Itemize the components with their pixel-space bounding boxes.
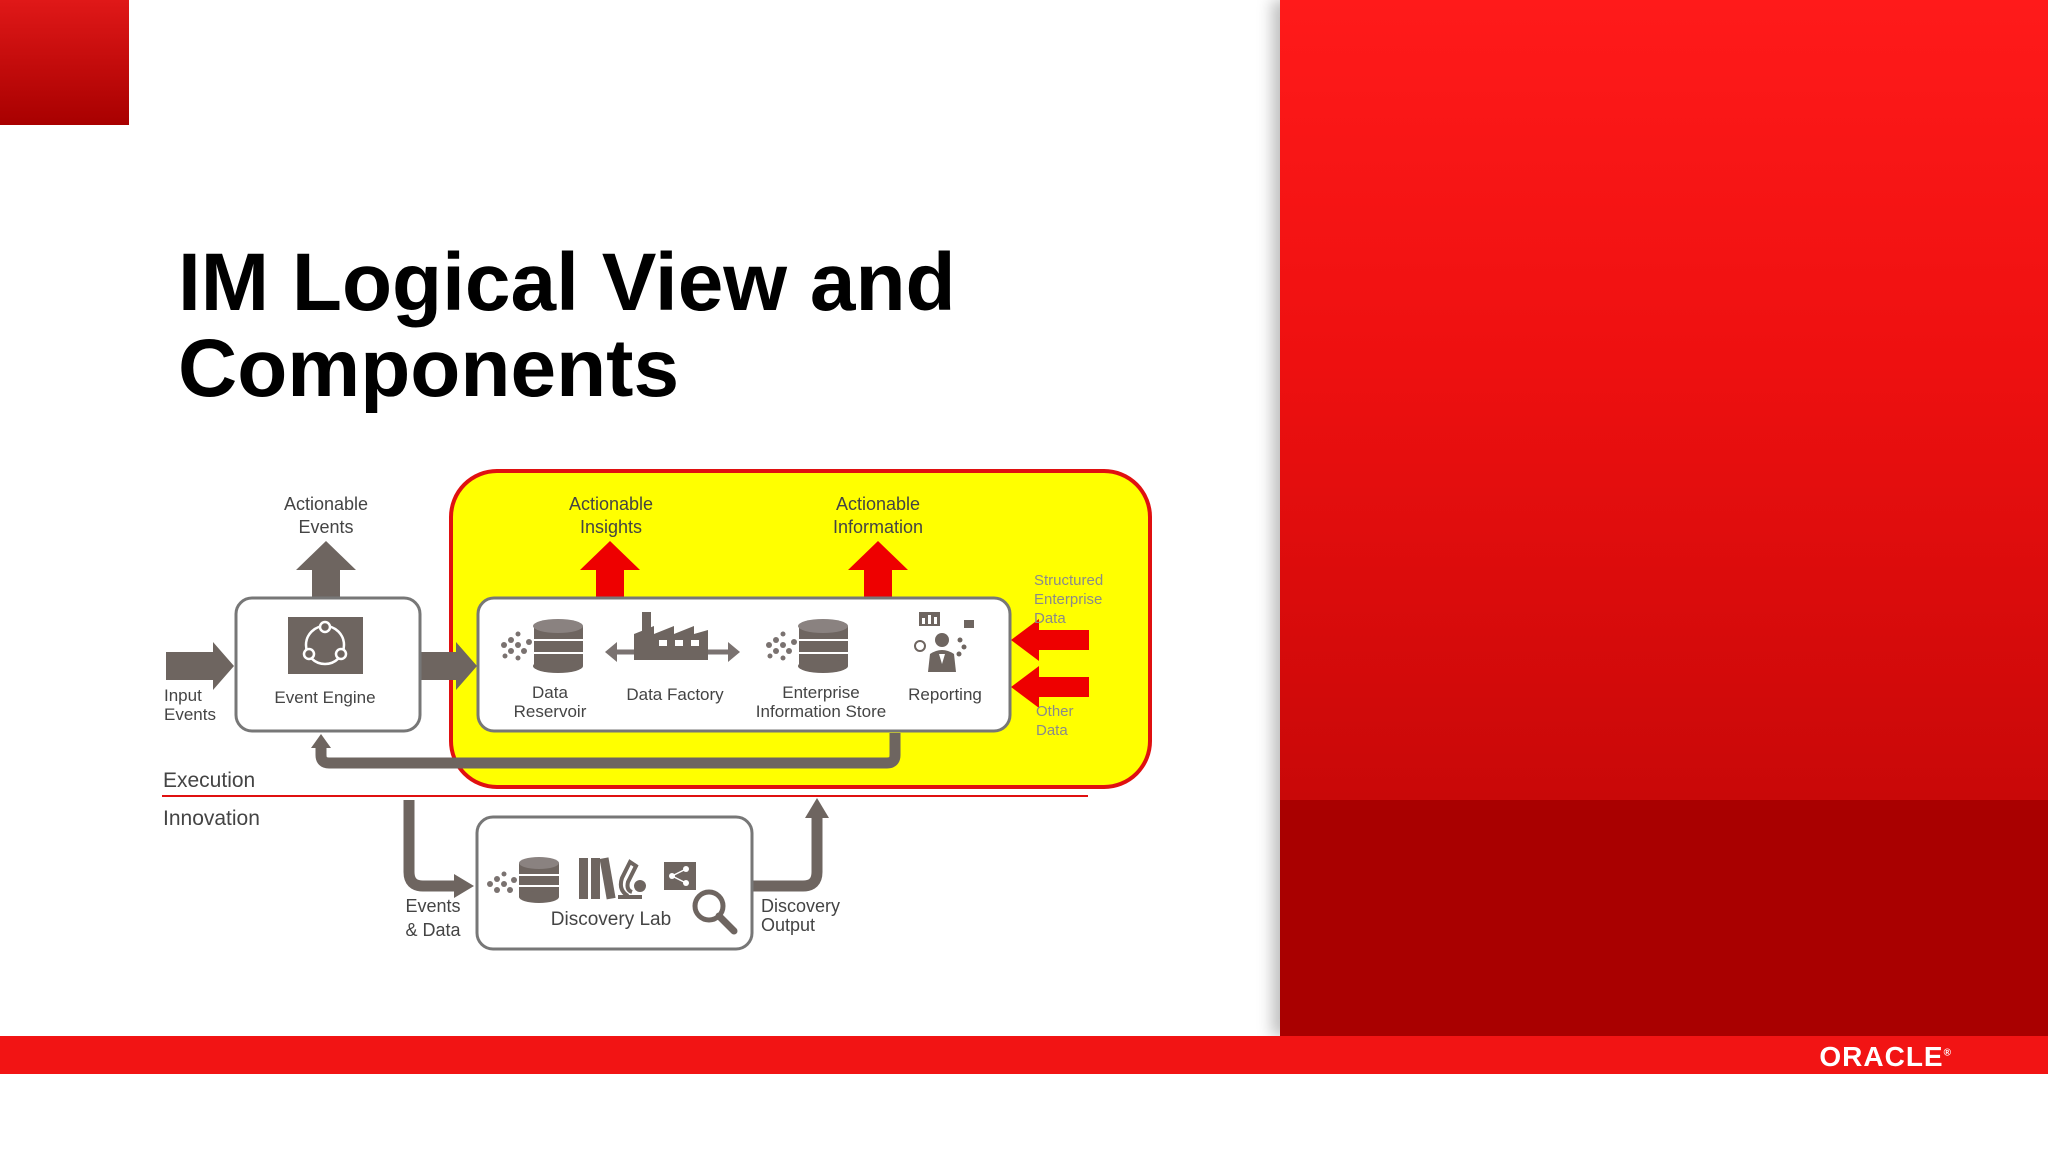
enterprise-store-icon [766,619,848,673]
data-factory-icon [605,612,740,662]
footer-bar [0,1036,2048,1074]
innovation-label: Innovation [163,807,260,830]
svg-text:Data: Data [1034,610,1066,627]
title-line-1: IM Logical View and [178,237,956,328]
data-reservoir-icon [501,619,583,673]
svg-text:Actionable: Actionable [284,494,368,514]
input-events-label: Input Events [164,686,216,724]
actionable-events-label: Actionable Events [284,494,368,537]
svg-text:Actionable: Actionable [569,494,653,514]
events-data-label: Events & Data [405,896,461,940]
svg-text:Data: Data [1036,722,1068,739]
svg-text:Enterprise: Enterprise [1034,591,1102,608]
execution-label: Execution [163,769,255,792]
discovery-lab-box [475,815,754,951]
svg-text:Insights: Insights [580,517,642,537]
feedback-loop-arrowhead [311,734,331,748]
svg-text:Other: Other [1036,703,1074,720]
actionable-insights-arrow [580,541,640,598]
discovery-output-label: Discovery Output [761,896,840,935]
svg-text:Information: Information [833,517,923,537]
data-factory-label: Data Factory [626,685,724,704]
event-engine-label: Event Engine [274,688,375,707]
svg-text:Events: Events [298,517,353,537]
red-side-panel-lower [1280,800,2048,1036]
svg-text:Output: Output [761,915,815,935]
svg-text:Events: Events [405,896,460,916]
events-data-arrow [403,800,456,892]
events-data-arrowhead [454,874,474,898]
oracle-logo: ORACLE® [1819,1041,1952,1073]
other-data-arrow [1011,666,1089,708]
feedback-loop-arrow [315,733,901,769]
svg-text:Structured: Structured [1034,572,1103,589]
svg-text:Reservoir: Reservoir [514,702,587,721]
actionable-information-label: Actionable Information [833,494,923,537]
svg-text:Enterprise: Enterprise [782,683,859,702]
discovery-lab-label: Discovery Lab [551,909,671,930]
logo-text: ORACLE [1819,1041,1944,1072]
svg-text:& Data: & Data [405,920,461,940]
structured-data-arrow [1011,619,1089,661]
structured-data-label: Structured Enterprise Data [1034,572,1103,627]
actionable-insights-label: Actionable Insights [569,494,653,537]
logo-registered-mark: ® [1943,1047,1952,1059]
svg-text:Events: Events [164,705,216,724]
discovery-lab-icons [487,857,738,935]
input-arrow [166,642,234,690]
svg-text:Input: Input [164,686,202,705]
title-line-2: Components [178,323,680,414]
reporting-label: Reporting [908,685,982,704]
svg-text:Information Store: Information Store [756,702,886,721]
svg-text:Actionable: Actionable [836,494,920,514]
corner-accent [0,0,129,125]
components-box [476,596,1012,733]
reporting-icon [914,612,974,672]
svg-text:Data: Data [532,683,568,702]
discovery-output-arrow [753,815,823,892]
svg-text:Discovery: Discovery [761,896,840,916]
data-reservoir-label: Data Reservoir [514,683,587,721]
discovery-output-arrowhead [805,798,829,818]
enterprise-store-label: Enterprise Information Store [756,683,886,721]
slide-title: IM Logical View and Components [178,240,1078,412]
actionable-information-arrow [848,541,908,598]
actionable-events-arrow [296,541,356,598]
other-data-label: Other Data [1036,703,1074,739]
engine-to-main-arrow [421,642,477,690]
event-engine-icon [288,617,363,674]
